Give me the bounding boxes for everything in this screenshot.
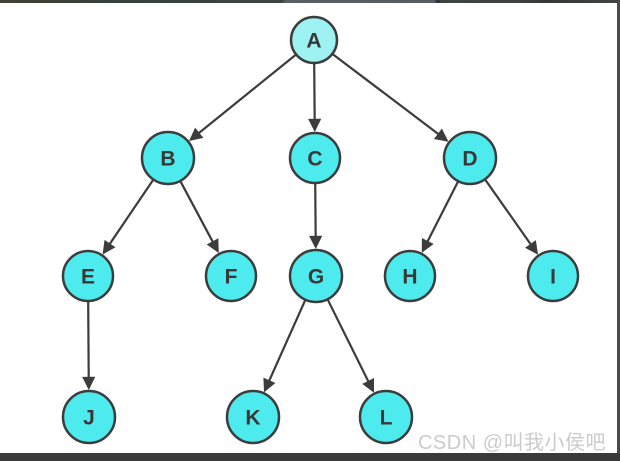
node-circle-E — [61, 249, 115, 303]
node-J: J — [61, 389, 117, 445]
node-label-C: C — [307, 148, 322, 171]
node-label-E: E — [81, 266, 95, 289]
node-circle-F — [204, 249, 258, 303]
node-circle-B — [140, 130, 196, 186]
node-label-K: K — [245, 407, 260, 430]
node-F: F — [204, 249, 258, 303]
node-I: I — [526, 249, 580, 303]
edge-B-F — [179, 181, 219, 254]
node-L: L — [358, 389, 414, 445]
node-label-B: B — [160, 148, 175, 171]
node-label-F: F — [225, 266, 238, 289]
node-D: D — [442, 130, 498, 186]
node-G: G — [288, 248, 344, 304]
node-circle-J — [61, 389, 117, 445]
right-edge-strip — [617, 0, 620, 461]
node-label-L: L — [380, 407, 393, 430]
edge-A-C — [308, 63, 322, 132]
node-B: B — [140, 130, 196, 186]
node-label-I: I — [550, 266, 556, 289]
node-label-J: J — [83, 407, 95, 430]
node-A: A — [289, 15, 339, 65]
node-H: H — [383, 249, 437, 303]
node-label-H: H — [402, 266, 417, 289]
node-circle-A — [289, 15, 339, 65]
node-E: E — [61, 249, 115, 303]
node-label-G: G — [308, 266, 324, 289]
edge-D-I — [484, 179, 539, 255]
edge-A-B — [189, 54, 297, 142]
node-label-A: A — [306, 30, 321, 53]
node-circle-L — [358, 389, 414, 445]
node-circle-G — [288, 248, 344, 304]
node-circle-I — [526, 249, 580, 303]
watermark-text: CSDN @叫我小侯吧 — [417, 432, 606, 454]
edge-E-J — [82, 301, 96, 390]
edge-B-E — [102, 179, 154, 255]
node-circle-K — [225, 389, 281, 445]
bottom-edge-strip — [0, 453, 620, 461]
node-label-D: D — [462, 148, 477, 171]
edge-G-K — [263, 300, 306, 393]
edge-C-G — [309, 183, 323, 249]
edge-D-H — [421, 181, 459, 253]
node-K: K — [225, 389, 281, 445]
top-edge-strip — [0, 0, 620, 3]
edge-G-L — [327, 299, 375, 393]
node-circle-C — [288, 131, 342, 185]
edge-A-D — [332, 53, 449, 142]
node-circle-D — [442, 130, 498, 186]
node-circle-H — [383, 249, 437, 303]
node-C: C — [288, 131, 342, 185]
